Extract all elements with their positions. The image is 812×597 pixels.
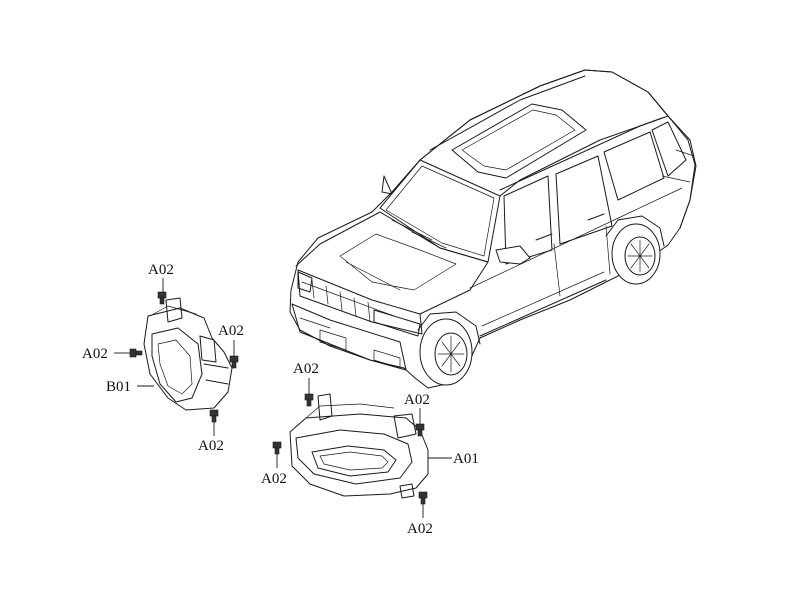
screw-icon (157, 291, 167, 305)
callout-a02-left-lamp-right: A02 (218, 323, 244, 339)
callout-a01: A01 (453, 451, 479, 467)
screw-icon (304, 393, 314, 407)
callout-a02-right-lamp-left: A02 (261, 471, 287, 487)
screw-icon (272, 441, 282, 455)
screw-icon (209, 409, 219, 423)
callout-a02-right-lamp-bottom: A02 (407, 521, 433, 537)
fog-lamp-right (289, 393, 429, 499)
leader-lines (114, 278, 452, 518)
callout-a02-right-lamp-top: A02 (293, 361, 319, 377)
screw-icon (129, 348, 143, 358)
callout-a02-right-lamp-top-right: A02 (404, 392, 430, 408)
callout-a02-top-left: A02 (148, 262, 174, 278)
callout-b01: B01 (106, 379, 131, 395)
callout-a02-left-lamp-bottom: A02 (198, 438, 224, 454)
vehicle-illustration (289, 69, 697, 389)
callout-a02-left: A02 (82, 346, 108, 362)
screw-icon (418, 491, 428, 505)
fog-lamp-left (143, 297, 233, 411)
